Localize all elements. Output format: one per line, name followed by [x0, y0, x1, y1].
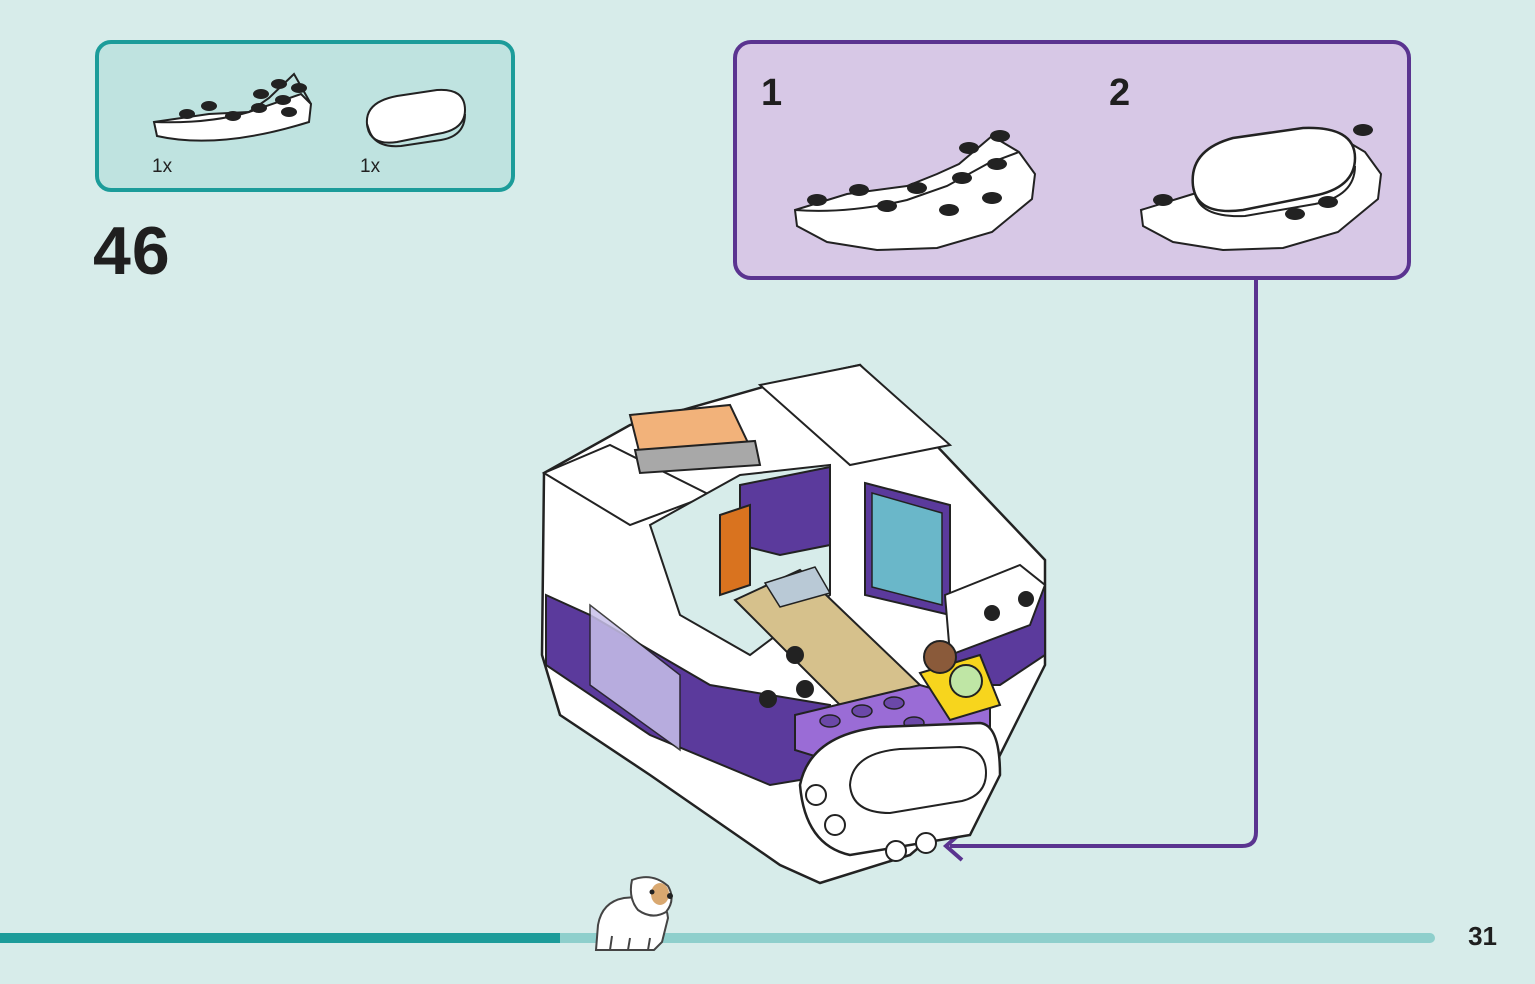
parts-list-box: 1x 1x [95, 40, 515, 192]
substep-2-assembly-image [1139, 124, 1383, 252]
substep-2-label: 2 [1109, 72, 1131, 114]
step-number: 46 [93, 213, 171, 289]
part-half-round-plate: 1x [149, 64, 319, 177]
substep-1-label: 1 [761, 72, 783, 114]
oval-tile-icon [365, 88, 467, 148]
page-number: 31 [1468, 921, 1497, 951]
substep-1-assembly-image [793, 130, 1037, 252]
part-quantity: 1x [360, 156, 381, 177]
model-assembly-image [530, 355, 1060, 890]
part-quantity: 1x [152, 156, 173, 177]
progress-bar-fill [0, 933, 560, 943]
half-round-plate-icon [152, 72, 313, 142]
substep-box: 1 2 [733, 40, 1411, 280]
progress-bar-track [0, 933, 1435, 943]
part-oval-tile: 1x [357, 84, 472, 177]
puppy-mascot-icon [594, 876, 673, 951]
